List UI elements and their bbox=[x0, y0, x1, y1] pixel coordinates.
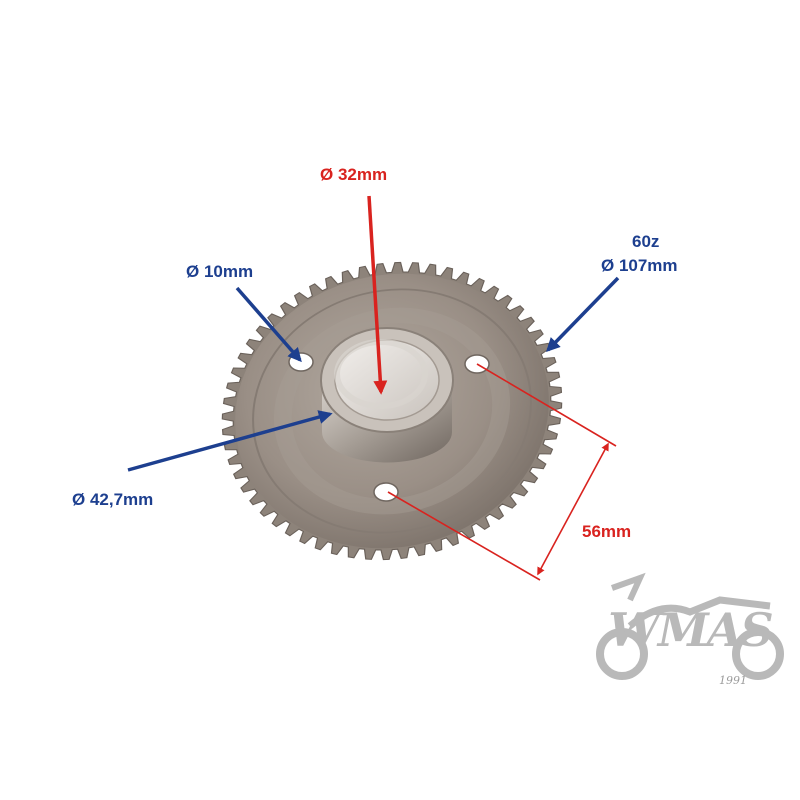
gear-face-shade bbox=[273, 307, 511, 515]
outer-arrow bbox=[546, 276, 620, 353]
hole-diameter-label: Ø 10mm bbox=[186, 262, 254, 281]
starter-gear bbox=[221, 261, 563, 561]
logo-wordmark: WMAS bbox=[608, 603, 772, 657]
bolt-hole-left bbox=[288, 352, 314, 372]
hub-arrow bbox=[127, 410, 333, 472]
bore-diameter-label: Ø 32mm bbox=[320, 165, 388, 184]
wmas-logo: WMAS 1991 bbox=[596, 572, 784, 687]
teeth-count-label: 60z bbox=[632, 232, 660, 251]
outer-diameter-label: Ø 107mm bbox=[601, 256, 678, 275]
hub-diameter-label: Ø 42,7mm bbox=[72, 490, 154, 509]
bolt-hole-bottom bbox=[373, 482, 399, 502]
hole-spacing-label: 56mm bbox=[582, 522, 632, 541]
logo-year: 1991 bbox=[719, 674, 747, 687]
extension-line-top bbox=[476, 363, 617, 447]
bore-arrow bbox=[367, 195, 388, 395]
hole-arrow bbox=[235, 286, 302, 363]
gear-face-ring bbox=[252, 288, 532, 534]
motorcycle-graphic bbox=[596, 572, 784, 680]
spacing-dimension-line bbox=[537, 442, 609, 576]
hub-bore-inner-shadow bbox=[334, 339, 428, 409]
extension-line-bottom bbox=[387, 491, 541, 581]
